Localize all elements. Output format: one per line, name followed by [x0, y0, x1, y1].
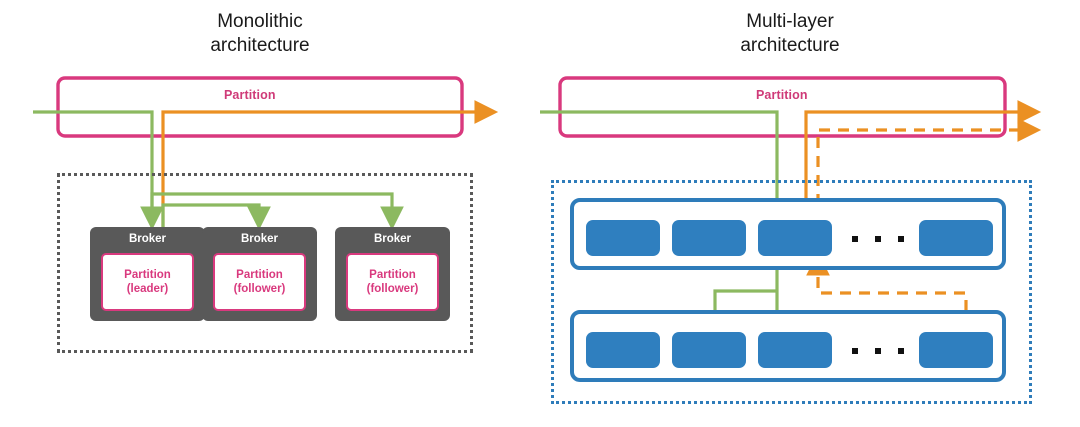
- storage-layer-row-2[interactable]: [570, 310, 1006, 382]
- ellipsis-dot: [875, 236, 881, 242]
- ellipsis-dot: [875, 348, 881, 354]
- partition-box-left: [56, 76, 464, 138]
- partition-box-right: [558, 76, 1007, 138]
- broker-label: Broker: [128, 233, 167, 245]
- ellipsis-dot: [852, 236, 858, 242]
- replication-flow-leader-to-follower-2: [150, 192, 404, 241]
- segment-block-1-3[interactable]: [758, 220, 832, 256]
- segment-block-2-last[interactable]: [919, 332, 993, 368]
- partition-replica-label: Partition (follower): [366, 268, 419, 296]
- partition-label-left: Partition: [224, 88, 276, 102]
- broker-node-1[interactable]: Broker Partition (leader): [90, 227, 205, 321]
- partition-replica-label: Partition (leader): [124, 268, 171, 296]
- partition-replica-follower-2: Partition (follower): [346, 253, 439, 311]
- partition-replica-leader: Partition (leader): [101, 253, 194, 311]
- broker-node-3[interactable]: Broker Partition (follower): [335, 227, 450, 321]
- segment-block-2-3[interactable]: [758, 332, 832, 368]
- segment-ellipsis-row-1: [852, 229, 904, 249]
- consume-flow-right: [804, 100, 1042, 240]
- segment-block-1-2[interactable]: [672, 220, 746, 256]
- consume-flow-left: [161, 100, 499, 241]
- ellipsis-dot: [898, 348, 904, 354]
- broker-cluster-boundary: [57, 173, 473, 353]
- storage-cluster-boundary: [551, 180, 1032, 404]
- page-title-monolithic: Monolithic architecture: [210, 11, 310, 56]
- broker-label: Broker: [240, 233, 279, 245]
- broker-node-2[interactable]: Broker Partition (follower): [202, 227, 317, 321]
- segment-block-1-last[interactable]: [919, 220, 993, 256]
- replication-flow-leader-to-follower-1: [161, 203, 271, 241]
- segment-block-2-2[interactable]: [672, 332, 746, 368]
- segment-ellipsis-row-2: [852, 341, 904, 361]
- storage-layer-row-1[interactable]: [570, 198, 1006, 270]
- ellipsis-dot: [898, 236, 904, 242]
- ellipsis-dot: [852, 348, 858, 354]
- partition-replica-follower-1: Partition (follower): [213, 253, 306, 311]
- partition-label-right: Partition: [756, 88, 808, 102]
- segment-block-1-1[interactable]: [586, 220, 660, 256]
- produce-flow-left: [33, 110, 164, 231]
- tiered-read-flow-right: [806, 251, 968, 330]
- segment-block-2-1[interactable]: [586, 332, 660, 368]
- partition-replica-label: Partition (follower): [233, 268, 286, 296]
- page-title-multilayer: Multi-layer architecture: [740, 11, 840, 56]
- broker-label: Broker: [373, 233, 412, 245]
